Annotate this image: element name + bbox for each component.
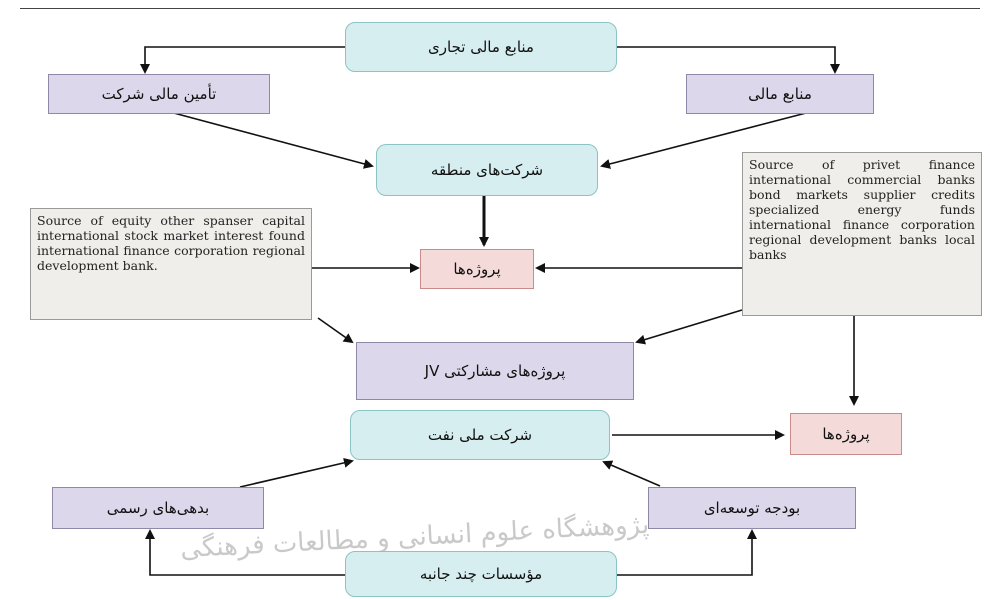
box-label: شرکت ملی نفت: [427, 426, 533, 444]
note-text: Source of equity other spanser capital i…: [37, 213, 305, 273]
box-label: مؤسسات چند جانبه: [419, 565, 543, 583]
arrow-budget-to-nioc: [602, 460, 661, 487]
box-label: منابع مالی: [748, 85, 812, 103]
note-equity-sources: Source of equity other spanser capital i…: [30, 208, 312, 320]
note-private-finance: Source of privet finance international c…: [742, 152, 982, 316]
box-multilateral: مؤسسات چند جانبه: [345, 551, 617, 597]
box-regional-companies: شرکت‌های منطقه: [376, 144, 598, 196]
box-company-finance: تأمین مالی شرکت: [48, 74, 270, 114]
box-projects-center: پروژه‌ها: [420, 249, 534, 289]
box-label: پروژه‌ها: [453, 260, 501, 278]
box-formal-debts: بدهی‌های رسمی: [52, 487, 264, 529]
box-projects-right: پروژه‌ها: [790, 413, 902, 455]
box-commercial-finance: منابع مالی تجاری: [345, 22, 617, 72]
arrow-debts-to-nioc: [239, 457, 354, 488]
arrow-top-to-financial-sources: [617, 46, 840, 74]
box-label: بودجه توسعه‌ای: [703, 499, 801, 517]
arrow-financial-sources-to-regional: [600, 111, 811, 169]
arrow-top-to-company-finance: [140, 46, 345, 74]
arrow-multilateral-to-debts: [145, 529, 345, 576]
top-rule: [20, 8, 980, 9]
arrow-equity-note-to-jv: [317, 317, 354, 344]
note-text: Source of privet finance international c…: [749, 157, 975, 262]
box-dev-budget: بودجه توسعه‌ای: [648, 487, 856, 529]
box-financial-sources: منابع مالی: [686, 74, 874, 114]
box-label: منابع مالی تجاری: [428, 38, 534, 56]
box-label: شرکت‌های منطقه: [430, 161, 544, 179]
arrow-company-finance-to-regional: [169, 111, 374, 169]
box-nioc: شرکت ملی نفت: [350, 410, 610, 460]
box-label: پروژه‌های مشارکتی JV: [424, 362, 566, 380]
box-label: بدهی‌های رسمی: [106, 499, 210, 517]
arrow-multilateral-to-budget: [617, 529, 757, 576]
box-label: پروژه‌ها: [822, 425, 870, 443]
box-jv-projects: پروژه‌های مشارکتی JV: [356, 342, 634, 400]
box-label: تأمین مالی شرکت: [101, 85, 217, 103]
arrow-private-note-to-jv: [635, 309, 743, 345]
